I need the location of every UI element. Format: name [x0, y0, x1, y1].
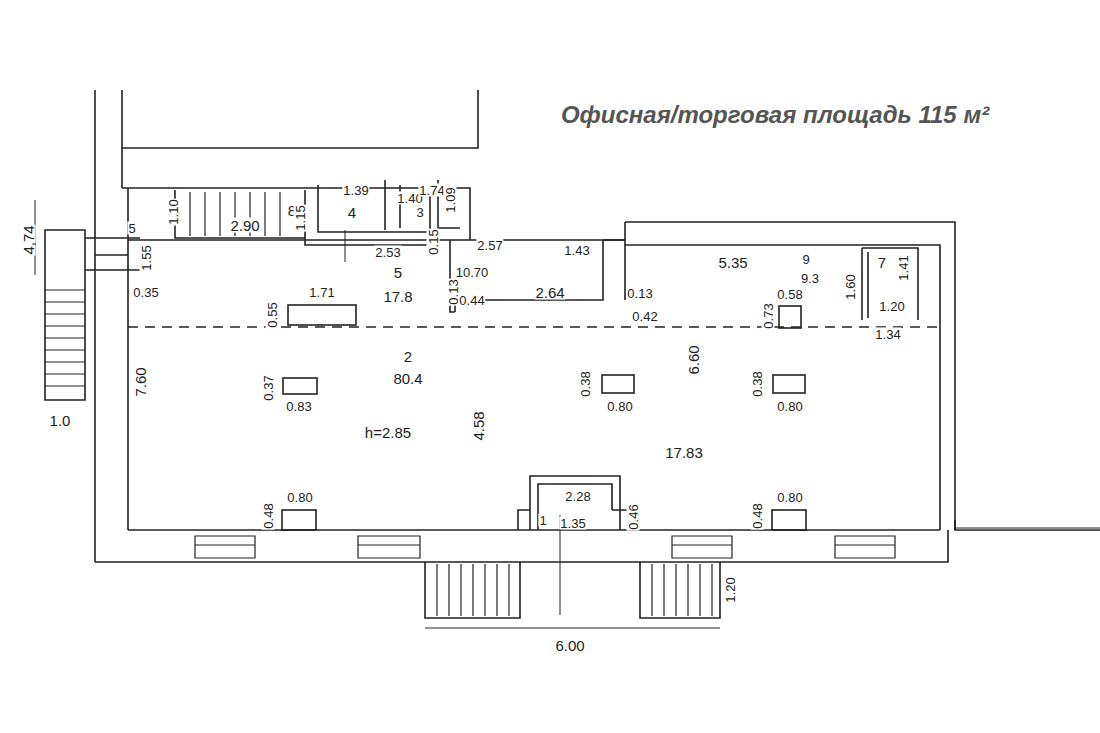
- dimension-label: 17.8: [382, 289, 413, 304]
- dimension-label: 7: [877, 255, 887, 270]
- dimension-label: 2.53: [374, 246, 401, 259]
- dimension-label: 0.48: [262, 502, 275, 529]
- dimension-label: 1.43: [563, 244, 590, 257]
- dimension-label: 1: [538, 514, 547, 527]
- dimension-label: 4.58: [471, 410, 486, 441]
- dimension-label: 0.44: [458, 294, 485, 307]
- dimension-label: 1.09: [444, 186, 457, 213]
- dimension-label: 1.41: [897, 254, 910, 281]
- dimension-label: 0.46: [627, 503, 640, 530]
- dimension-label: 80.4: [392, 371, 423, 386]
- dimension-label: 1.55: [140, 244, 153, 271]
- dimension-label: 2.57: [476, 239, 503, 252]
- dimension-label: 0.55: [266, 301, 279, 328]
- dimension-label: h=2.85: [364, 425, 412, 440]
- dimension-label: 0.38: [751, 370, 764, 397]
- dimension-label: 2.64: [534, 285, 565, 300]
- dimension-label: 0.58: [776, 288, 803, 301]
- dimension-label: 1.34: [874, 328, 901, 341]
- dimension-label: 1.20: [878, 300, 905, 313]
- dimension-label: 1.15: [294, 204, 307, 231]
- dimension-label: 9: [801, 253, 810, 266]
- dimension-label: 0.37: [262, 374, 275, 401]
- dimension-label: 1.10: [167, 198, 180, 225]
- dimension-label: 1.74: [418, 184, 445, 197]
- dimension-label: 2.28: [564, 490, 591, 503]
- dimension-label: 0.80: [776, 400, 803, 413]
- dimension-label: 0.35: [132, 286, 159, 299]
- dimension-label: 17.83: [664, 445, 704, 460]
- dimension-label: 0.38: [579, 370, 592, 397]
- dimension-label: 6.00: [554, 638, 585, 653]
- dimension-label: 1.35: [559, 517, 586, 530]
- dimension-label: 0.80: [606, 400, 633, 413]
- dimension-label: 1.0: [49, 413, 72, 428]
- dimension-label: 0.83: [285, 400, 312, 413]
- dimension-label: 2.90: [229, 218, 260, 233]
- dimension-label: 1.39: [342, 184, 369, 197]
- dimension-label: 5.35: [717, 255, 748, 270]
- dimension-label: 5: [127, 222, 136, 235]
- dimension-label: 0.15: [427, 228, 440, 255]
- dimension-label: 4: [347, 205, 357, 220]
- dimension-label: 4,74: [21, 224, 36, 255]
- dimension-label: 6.60: [686, 344, 701, 375]
- dimension-label: 1.60: [844, 273, 857, 300]
- dimension-label: 0.73: [762, 302, 775, 329]
- dimension-label: 0.80: [776, 491, 803, 504]
- dimension-label: 3: [415, 206, 424, 219]
- dimension-label: 7.60: [133, 366, 148, 397]
- dimension-label: 2: [403, 349, 413, 364]
- dimension-label: 1.71: [308, 286, 335, 299]
- dimension-label: 5: [393, 265, 403, 280]
- dimension-label: 0.48: [751, 502, 764, 529]
- dimension-label: 0.80: [286, 491, 313, 504]
- title: Офисная/торговая площадь 115 м²: [560, 98, 990, 131]
- dimension-label: 10.70: [455, 266, 490, 279]
- dimension-label: 1.20: [724, 576, 737, 603]
- dimension-label: 0.42: [631, 310, 658, 323]
- dimension-label: 9.3: [800, 272, 820, 285]
- dimension-label: 0.13: [626, 287, 653, 300]
